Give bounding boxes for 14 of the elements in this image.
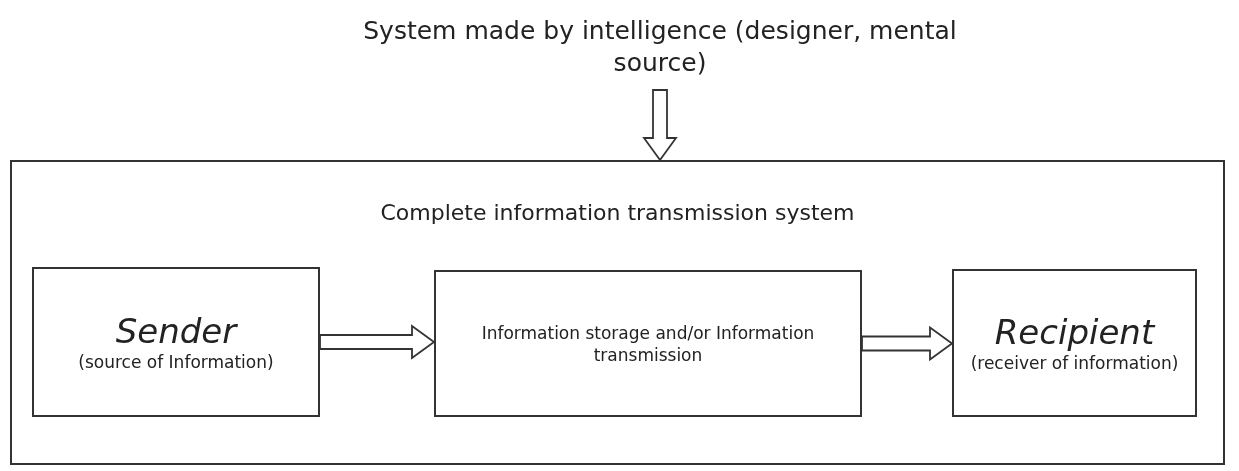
process-box [32, 267, 320, 417]
system-frame [10, 160, 1225, 465]
box-title: Sender [115, 311, 237, 351]
process-box [434, 270, 862, 417]
box-subtitle: (receiver of information) [969, 352, 1180, 374]
heading-text: System made by intelligence (designer, mental source) [362, 15, 958, 79]
box-title: Recipient [994, 312, 1155, 352]
process-box [952, 269, 1197, 417]
hollow-arrow [642, 89, 678, 162]
hollow-arrow [861, 325, 954, 362]
heading-text: Information storage and/or Information transmission [480, 321, 816, 366]
box-subtitle: (source of Information) [77, 351, 275, 373]
hollow-arrow [319, 324, 436, 360]
frame-heading: Complete information transmission system [380, 200, 855, 225]
